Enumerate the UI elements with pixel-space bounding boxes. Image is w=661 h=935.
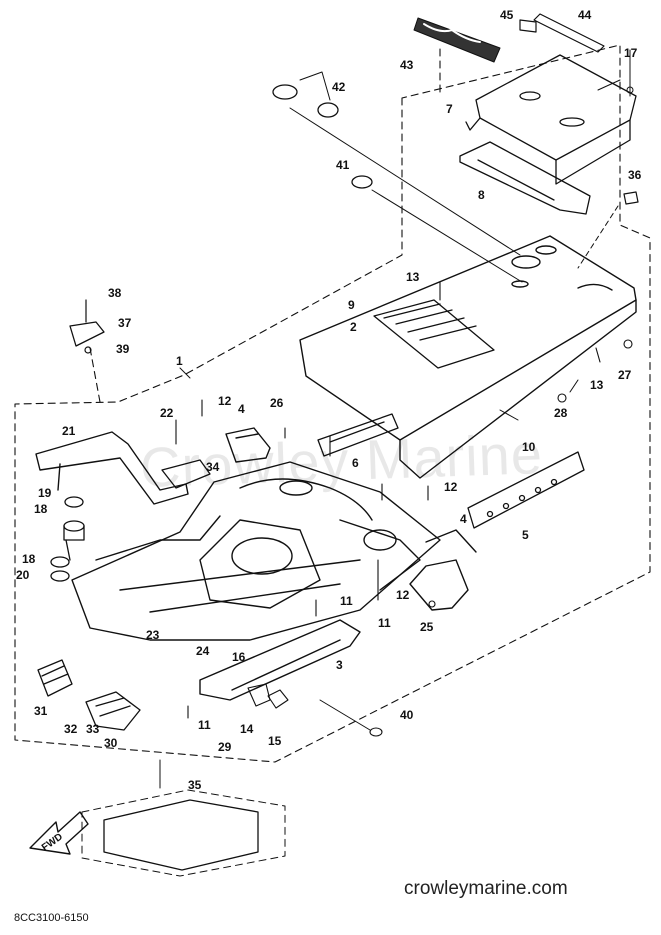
callout-14: 14 bbox=[240, 722, 254, 736]
nut-39 bbox=[84, 346, 92, 354]
belly-pan-3 bbox=[199, 619, 361, 701]
handle-21 bbox=[35, 431, 189, 505]
callout-12b: 12 bbox=[444, 480, 458, 494]
callout-11c: 11 bbox=[198, 718, 211, 732]
callout-12c: 12 bbox=[396, 588, 410, 602]
callout-24: 24 bbox=[196, 644, 210, 658]
bracket-37 bbox=[69, 321, 105, 347]
callout-43: 43 bbox=[400, 58, 414, 72]
callout-22: 22 bbox=[160, 406, 174, 420]
callout-17: 17 bbox=[624, 46, 638, 60]
pad-41 bbox=[351, 175, 373, 189]
callout-4a: 4 bbox=[238, 402, 245, 416]
callout-3: 3 bbox=[336, 658, 343, 672]
bracket-34 bbox=[161, 459, 211, 489]
callout-2: 2 bbox=[350, 320, 357, 334]
callout-34: 34 bbox=[206, 460, 220, 474]
rail-9 bbox=[373, 299, 495, 369]
site-url: crowleymarine.com bbox=[404, 878, 568, 899]
callout-19: 19 bbox=[38, 486, 52, 500]
callout-41: 41 bbox=[336, 158, 350, 172]
leader-42 bbox=[289, 107, 521, 256]
callout-10: 10 bbox=[522, 440, 536, 454]
leader-41 bbox=[371, 189, 523, 283]
bushings bbox=[50, 496, 85, 582]
callout-31: 31 bbox=[34, 704, 48, 718]
callout-25: 25 bbox=[420, 620, 434, 634]
handle-4-right bbox=[409, 529, 477, 611]
callout-45: 45 bbox=[500, 8, 514, 22]
fasteners bbox=[175, 281, 633, 737]
callout-16: 16 bbox=[232, 650, 246, 664]
callout-27: 27 bbox=[618, 368, 632, 382]
callout-32: 32 bbox=[64, 722, 78, 736]
callout-39: 39 bbox=[116, 342, 130, 356]
callout-28: 28 bbox=[554, 406, 568, 420]
pad-42b bbox=[317, 102, 339, 118]
outline-link bbox=[89, 347, 101, 403]
callout-11b: 11 bbox=[378, 616, 391, 630]
deck-plate-2 bbox=[299, 235, 637, 479]
pad-42a bbox=[272, 84, 298, 100]
pad-36 bbox=[623, 191, 639, 205]
callout-12a: 12 bbox=[218, 394, 232, 408]
callout-15: 15 bbox=[268, 734, 282, 748]
handle-4-upper bbox=[225, 427, 271, 463]
fwd-arrow-icon bbox=[29, 811, 89, 855]
floor-mat-35 bbox=[81, 789, 286, 877]
callout-18a: 18 bbox=[34, 502, 48, 516]
boot-31 bbox=[37, 659, 73, 697]
callout-38: 38 bbox=[108, 286, 122, 300]
callout-4b: 4 bbox=[460, 512, 467, 526]
callout-11a: 11 bbox=[340, 594, 353, 608]
callout-7: 7 bbox=[446, 102, 453, 116]
callout-33: 33 bbox=[86, 722, 100, 736]
block-45 bbox=[519, 19, 537, 33]
callout-1: 1 bbox=[176, 354, 183, 368]
outline-upper-assembly bbox=[14, 44, 651, 763]
callout-40: 40 bbox=[400, 708, 414, 722]
callout-13b: 13 bbox=[590, 378, 604, 392]
callout-23: 23 bbox=[146, 628, 160, 642]
callout-9: 9 bbox=[348, 298, 355, 312]
rail-6 bbox=[317, 413, 399, 457]
callout-35: 35 bbox=[188, 778, 202, 792]
callout-36: 36 bbox=[628, 168, 642, 182]
callout-6: 6 bbox=[352, 456, 359, 470]
frame-8 bbox=[459, 141, 591, 215]
callout-8: 8 bbox=[478, 188, 485, 202]
callout-30: 30 bbox=[104, 736, 118, 750]
callout-5: 5 bbox=[522, 528, 529, 542]
callout-20: 20 bbox=[16, 568, 30, 582]
diagram-code: 8CC3100-6150 bbox=[14, 912, 89, 924]
callout-18b: 18 bbox=[22, 552, 36, 566]
leader-lines bbox=[179, 79, 621, 731]
group-outlines bbox=[14, 44, 651, 763]
callout-13a: 13 bbox=[406, 270, 420, 284]
callout-42: 42 bbox=[332, 80, 346, 94]
boot-30 bbox=[85, 691, 141, 731]
chassis-frame bbox=[71, 461, 441, 641]
callout-21: 21 bbox=[62, 424, 76, 438]
callout-44: 44 bbox=[578, 8, 592, 22]
callout-26: 26 bbox=[270, 396, 284, 410]
rail-5 bbox=[467, 451, 585, 529]
callout-37: 37 bbox=[118, 316, 132, 330]
strap-44 bbox=[533, 13, 605, 53]
callout-29: 29 bbox=[218, 740, 232, 754]
cover-7 bbox=[465, 54, 637, 185]
